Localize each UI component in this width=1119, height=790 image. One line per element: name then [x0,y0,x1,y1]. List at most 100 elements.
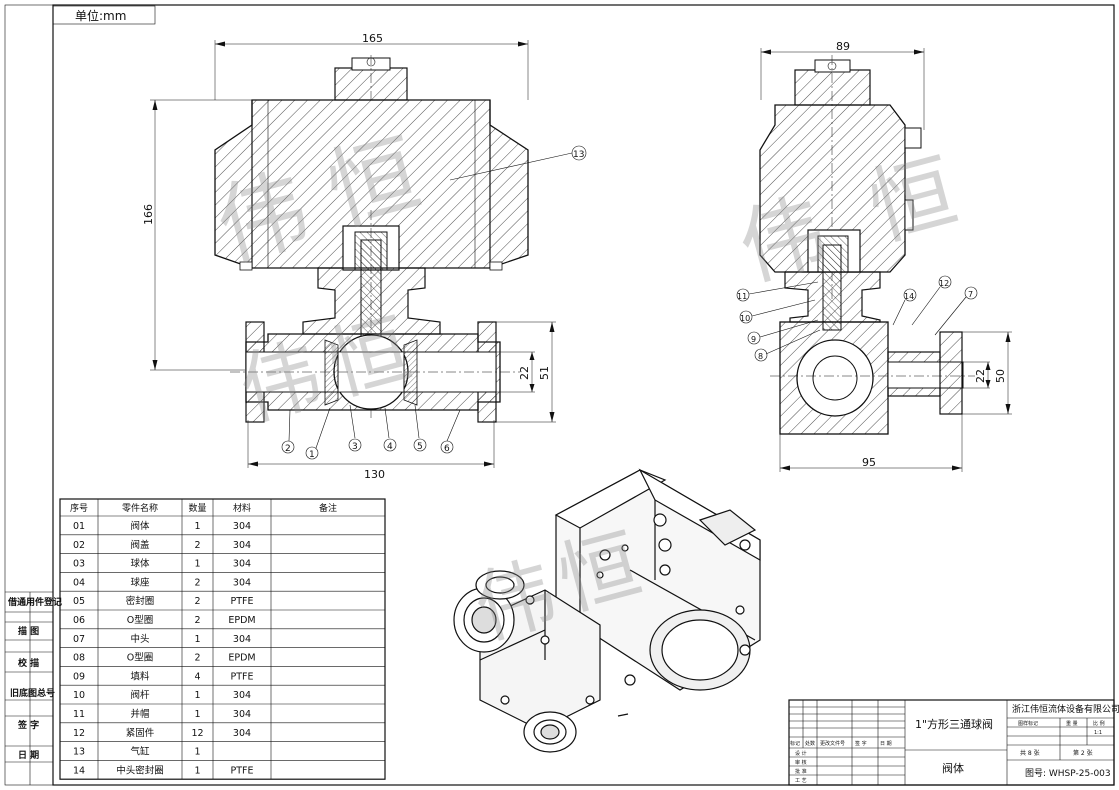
side-label-4: 签 字 [17,719,39,731]
tb-role-0: 设 计 [795,750,807,757]
tb-role-2: 批 准 [795,768,807,775]
bom-cell-4-0: 05 [73,596,85,607]
bom-cell-10-3: 304 [233,709,251,720]
bom-cell-8-1: 填料 [130,670,150,682]
front-balloon-3: 3 [352,442,358,452]
inner-frame [52,4,1115,786]
bom-cell-6-2: 1 [194,634,200,645]
side-balloon-8: 8 [758,352,763,361]
front-dim-bore: 22 [518,366,531,380]
tb-role-3: 工 艺 [795,778,807,784]
bom-cell-6-0: 07 [73,634,85,645]
side-balloon-10: 10 [740,314,750,323]
front-balloon-1: 1 [309,450,315,460]
bom-cell-1-3: 304 [233,540,251,551]
bom-table: 序号 零件名称 数量 材料 备注 01 阀体 1 304 02 阀盖 2 304 03 球体 1 304 04 球座… [59,498,386,780]
side-balloon-9: 9 [751,335,756,344]
tb-row-3: 签 字 [855,740,867,747]
front-dim-bottom: 130 [364,468,385,481]
side-label-0: 借通用件登记 [7,596,62,608]
bom-cell-5-0: 06 [73,615,85,626]
front-balloon-2: 2 [285,444,291,454]
bom-cell-12-1: 气缸 [130,746,150,758]
side-dim-bottom: 95 [862,456,876,469]
front-balloon-4: 4 [387,442,393,452]
bom-cell-8-2: 4 [194,671,200,682]
tb-stage: 图样标记 [1018,720,1038,727]
bom-header-4: 备注 [319,502,337,514]
bom-header-1: 零件名称 [122,502,158,514]
bom-cell-6-3: 304 [233,634,251,645]
bom-cell-11-0: 12 [73,728,85,739]
front-dim-height: 166 [142,204,155,225]
side-label-5: 日 期 [18,749,39,761]
side-label-3: 旧底图总号 [10,687,55,699]
tb-company: 浙江伟恒流体设备有限公司 [1012,703,1119,715]
side-dim-flange: 50 [994,369,1007,383]
unit-label: 单位:mm [75,8,126,23]
bom-header-0: 序号 [70,502,88,514]
bom-cell-12-2: 1 [194,747,200,758]
front-balloon-13: 13 [573,150,584,160]
tb-part-name: 阀体 [942,761,964,775]
bom-cell-3-2: 2 [194,577,200,588]
bom-cell-1-0: 02 [73,540,85,551]
tb-scale-value: 1:1 [1094,730,1102,736]
tb-product-name: 1"方形三通球阀 [915,717,993,731]
bom-cell-0-3: 304 [233,521,251,532]
bom-cell-2-1: 球体 [130,558,150,570]
side-balloon-11: 11 [737,292,747,301]
bom-cell-4-3: PTFE [231,596,254,607]
bom-cell-13-1: 中头密封圈 [116,764,164,776]
unit-box [52,5,156,25]
bom-cell-5-3: EPDM [228,615,255,626]
bom-cell-11-3: 304 [233,728,251,739]
bom-cell-2-2: 1 [194,559,200,570]
front-dim-flange: 51 [538,366,551,380]
bom-cell-7-2: 2 [194,653,200,664]
side-label-1: 描 图 [18,625,39,637]
bom-cell-13-3: PTFE [231,765,254,776]
tb-role-1: 审 核 [795,759,807,766]
front-balloon-5: 5 [417,442,423,452]
side-view: 89 22 50 [736,40,1012,472]
bom-cell-3-3: 304 [233,577,251,588]
bom-cell-9-2: 1 [194,690,200,701]
bom-cell-8-0: 09 [73,671,85,682]
front-balloon-6: 6 [444,444,450,454]
bom-cell-5-2: 2 [194,615,200,626]
bom-cell-0-0: 01 [73,521,85,532]
side-strip: 借通用件登记 描 图 校 描 旧底图总号 签 字 日 期 [5,592,62,785]
bom-cell-3-0: 04 [73,577,85,588]
side-dim-bore: 22 [974,369,987,383]
side-dim-top: 89 [836,40,850,53]
tb-drawing-no: 图号: WHSP-25-003 [1025,768,1111,779]
tb-row-4: 日 期 [880,741,892,747]
bom-cell-0-1: 阀体 [130,520,150,532]
tb-change-row: 标记 处数 更改文件号 签 字 日 期 设 计 审 核 批 准 工 艺 [790,740,892,784]
bom-cell-3-1: 球座 [130,576,150,588]
bom-cell-1-1: 阀盖 [130,539,150,551]
bom-header-2: 数量 [188,502,206,514]
bom-header-3: 材料 [233,502,251,514]
tb-row-1: 处数 [805,740,815,747]
bom-cell-9-3: 304 [233,690,251,701]
bom-cell-13-0: 14 [73,765,85,776]
tb-row-2: 更改文件号 [820,740,845,747]
tb-sheet-no: 第 2 张 [1073,749,1093,757]
title-block: 标记 处数 更改文件号 签 字 日 期 设 计 审 核 批 准 工 艺 1"方形… [788,699,1119,786]
bom-cell-4-2: 2 [194,596,200,607]
bom-cell-2-0: 03 [73,559,85,570]
bom-cell-4-1: 密封圈 [126,595,155,607]
front-view: 1 6 5 166 [142,32,587,481]
bom-cell-13-2: 1 [194,765,200,776]
side-label-2: 校 描 [18,657,39,669]
bom-cell-11-2: 12 [191,728,203,739]
bom-cell-9-0: 10 [73,690,85,701]
bom-cell-12-0: 13 [73,747,85,758]
tb-sheet-total: 共 8 张 [1020,749,1040,757]
isometric-view [453,468,761,753]
bom-cell-7-3: EPDM [228,653,255,664]
bom-cell-7-0: 08 [73,653,85,664]
